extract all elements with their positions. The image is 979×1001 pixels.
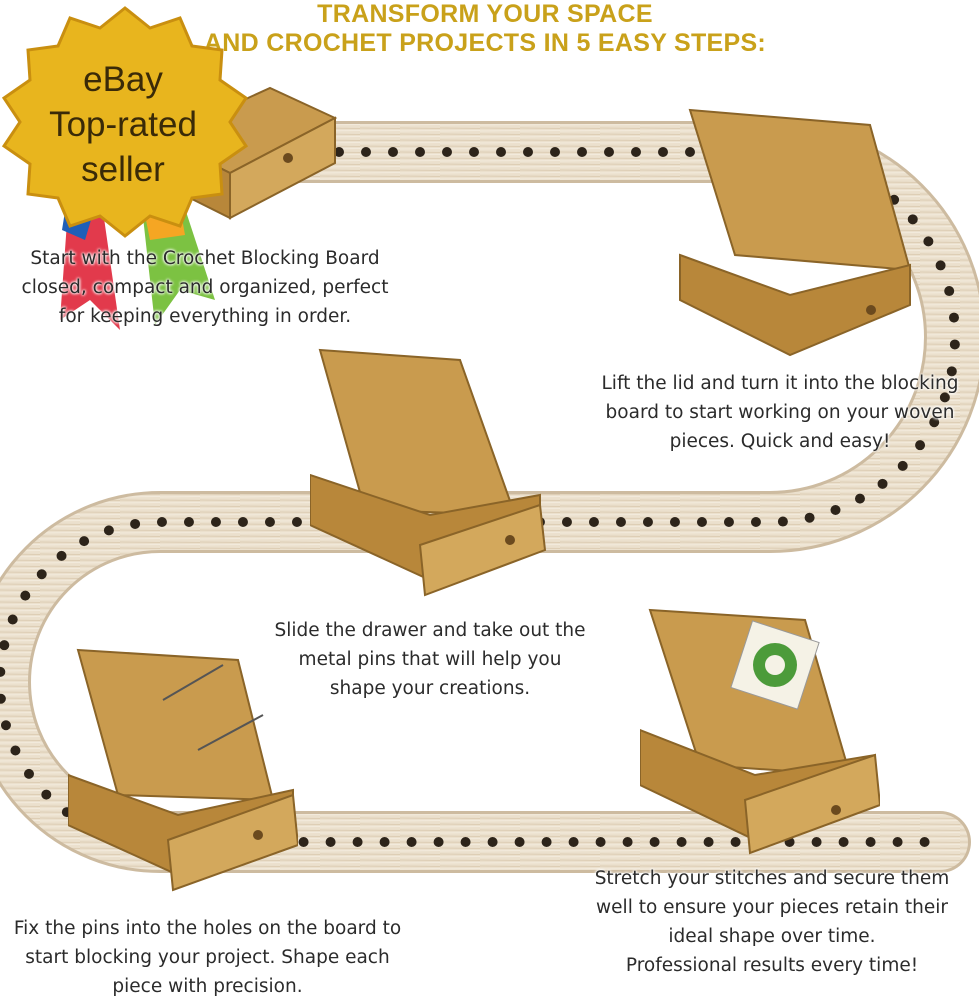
step-5-caption: Stretch your stitches and secure them we… — [594, 868, 950, 976]
badge-line-1: eBay — [83, 60, 163, 99]
title-line-2: AND CROCHET PROJECTS IN 5 EASY STEPS: — [203, 29, 767, 57]
top-rated-seller-badge — [1, 6, 249, 330]
box-blocking-square-image — [640, 608, 880, 855]
title-line-1: TRANSFORM YOUR SPACE — [317, 0, 653, 28]
step-2-caption: Lift the lid and turn it into the blocki… — [601, 373, 959, 452]
page-title: TRANSFORM YOUR SPACE AND CROCHET PROJECT… — [200, 0, 770, 58]
box-pins-inserted-image — [68, 648, 298, 892]
step-4-caption: Fix the pins into the holes on the board… — [13, 918, 402, 997]
box-lid-open-image — [679, 108, 912, 357]
step-1-caption: Start with the Crochet Blocking Board cl… — [21, 248, 389, 327]
badge-line-3: seller — [81, 150, 165, 189]
badge-line-2: Top-rated — [49, 105, 197, 144]
box-drawer-open-image — [310, 348, 547, 597]
step-3-caption: Slide the drawer and take out the metal … — [274, 620, 586, 699]
